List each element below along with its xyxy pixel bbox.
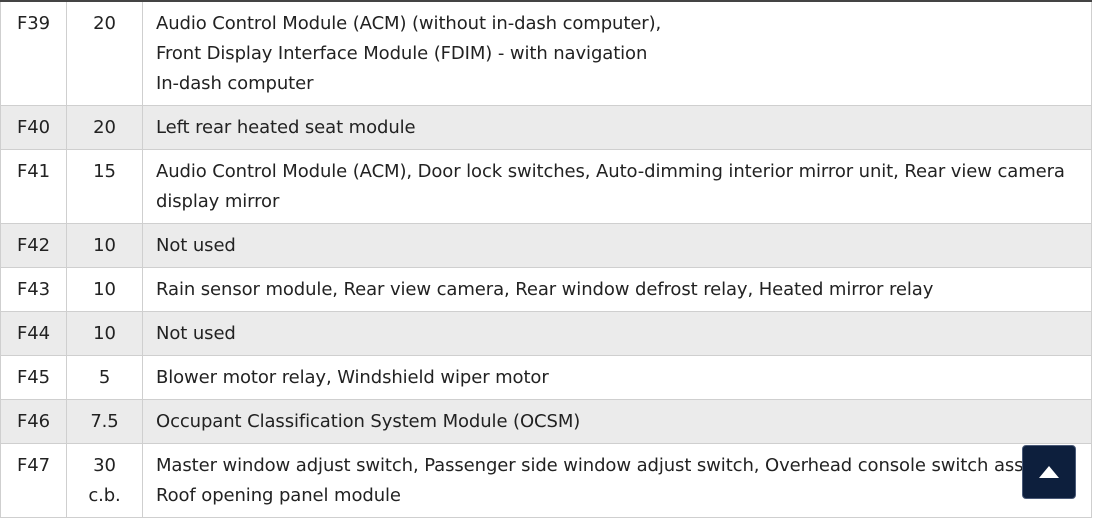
- fuse-number: F39: [0, 0, 67, 106]
- circuit-line: Not used: [156, 323, 236, 344]
- amp-rating: 15: [66, 149, 143, 224]
- fuse-number: F43: [0, 267, 67, 312]
- fuse-number: F42: [0, 223, 67, 268]
- amp-rating: 5: [66, 355, 143, 400]
- amp-rating: 20: [66, 105, 143, 150]
- protected-circuit: Not used: [142, 311, 1092, 356]
- fuse-number: F41: [0, 149, 67, 224]
- table-row: F46 7.5 Occupant Classification System M…: [0, 399, 1092, 444]
- protected-circuit: Occupant Classification System Module (O…: [142, 399, 1092, 444]
- circuit-line: Audio Control Module (ACM) (without in-d…: [156, 13, 662, 34]
- scroll-to-top-button[interactable]: [1022, 445, 1076, 499]
- fuse-number: F46: [0, 399, 67, 444]
- table-row: F40 20 Left rear heated seat module: [0, 105, 1092, 150]
- amp-rating: 7.5: [66, 399, 143, 444]
- circuit-line: Master window adjust switch, Passenger s…: [156, 455, 1064, 476]
- protected-circuit: Audio Control Module (ACM) (without in-d…: [142, 0, 1092, 106]
- circuit-line: Audio Control Module (ACM), Door lock sw…: [156, 161, 1065, 212]
- amp-value: 7.5: [90, 411, 119, 432]
- amp-value: 20: [93, 13, 116, 34]
- protected-circuit: Not used: [142, 223, 1092, 268]
- fuse-number: F44: [0, 311, 67, 356]
- amp-value: 20: [93, 117, 116, 138]
- amp-rating: 10: [66, 267, 143, 312]
- amp-rating: 30 c.b.: [66, 443, 143, 518]
- table-row: F47 30 c.b. Master window adjust switch,…: [0, 443, 1092, 518]
- amp-value: 10: [93, 279, 116, 300]
- table-row: F44 10 Not used: [0, 311, 1092, 356]
- amp-value: 10: [93, 235, 116, 256]
- protected-circuit: Left rear heated seat module: [142, 105, 1092, 150]
- amp-rating: 20: [66, 0, 143, 106]
- amp-value: 10: [93, 323, 116, 344]
- circuit-line: Rain sensor module, Rear view camera, Re…: [156, 279, 934, 300]
- circuit-line: Occupant Classification System Module (O…: [156, 411, 581, 432]
- amp-value: 5: [98, 367, 111, 388]
- table-row: F41 15 Audio Control Module (ACM), Door …: [0, 149, 1092, 224]
- amp-value: 15: [93, 161, 116, 182]
- protected-circuit: Blower motor relay, Windshield wiper mot…: [142, 355, 1092, 400]
- fuse-number: F40: [0, 105, 67, 150]
- table-row: F42 10 Not used: [0, 223, 1092, 268]
- amp-rating: 10: [66, 311, 143, 356]
- amp-note: c.b.: [88, 485, 121, 506]
- fuse-number: F45: [0, 355, 67, 400]
- amp-rating: 10: [66, 223, 143, 268]
- circuit-line: Roof opening panel module: [156, 485, 401, 506]
- circuit-line: Front Display Interface Module (FDIM) - …: [156, 43, 648, 64]
- protected-circuit: Rain sensor module, Rear view camera, Re…: [142, 267, 1092, 312]
- table-row: F43 10 Rain sensor module, Rear view cam…: [0, 267, 1092, 312]
- fuse-number: F47: [0, 443, 67, 518]
- protected-circuit: Audio Control Module (ACM), Door lock sw…: [142, 149, 1092, 224]
- amp-value: 30: [93, 455, 116, 476]
- circuit-line: Left rear heated seat module: [156, 117, 416, 138]
- triangle-up-icon: [1039, 466, 1059, 478]
- circuit-line: In-dash computer: [156, 73, 314, 94]
- circuit-line: Not used: [156, 235, 236, 256]
- table-row: F45 5 Blower motor relay, Windshield wip…: [0, 355, 1092, 400]
- table-row: F39 20 Audio Control Module (ACM) (witho…: [0, 0, 1092, 106]
- circuit-line: Blower motor relay, Windshield wiper mot…: [156, 367, 549, 388]
- protected-circuit: Master window adjust switch, Passenger s…: [142, 443, 1092, 518]
